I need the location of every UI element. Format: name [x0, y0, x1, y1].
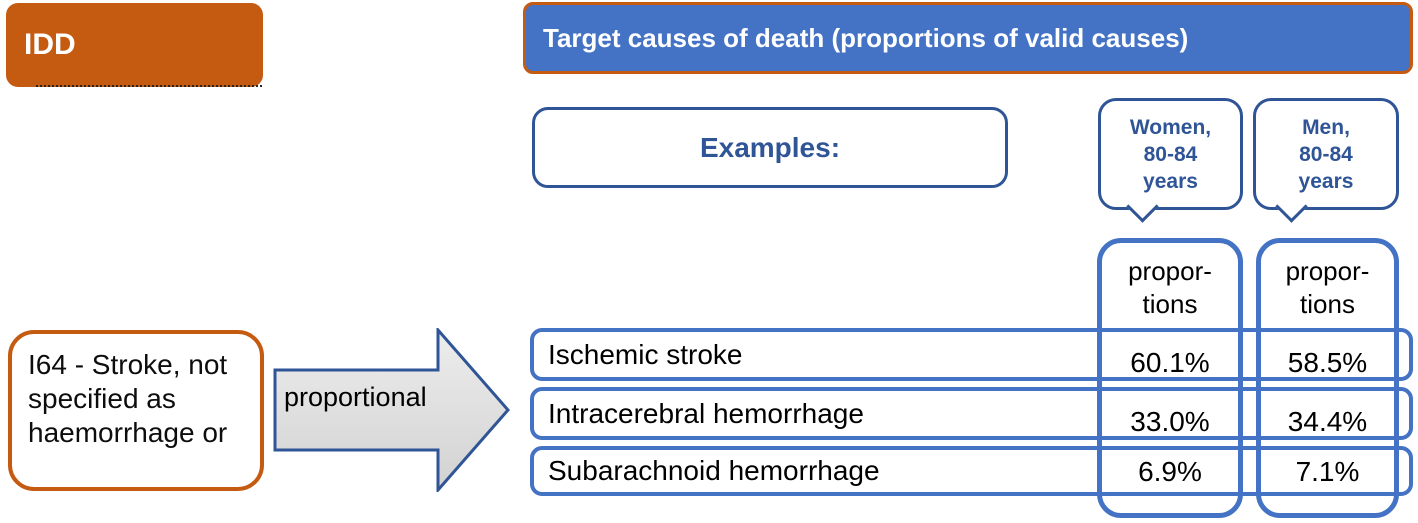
banner-target-causes: Target causes of death (proportions of v… [523, 2, 1413, 74]
examples-box: Examples: [532, 107, 1008, 188]
value-women-subarachnoid: 6.9% [1138, 456, 1202, 487]
value-men-subarachnoid: 7.1% [1295, 456, 1360, 487]
cause-label: Subarachnoid hemorrhage [548, 455, 880, 486]
source-code-box: I64 - Stroke, not specified as haemorrha… [8, 330, 264, 491]
bubble-men-label: Men, 80-84 years [1298, 115, 1354, 193]
examples-label: Examples: [699, 131, 841, 163]
arrow-label: proportional [284, 382, 427, 412]
bubble-women-80-84: Women, 80-84 years [1098, 98, 1243, 223]
row-ischemic-stroke: Ischemic stroke [530, 328, 1413, 381]
cause-label: Intracerebral hemorrhage [548, 397, 864, 429]
value-men-intracerebral: 34.4% [1287, 406, 1368, 437]
column-header-women: propor- tions [1128, 256, 1212, 319]
value-women-intracerebral: 33.0% [1130, 406, 1210, 437]
bubble-women-label: Women, 80-84 years [1129, 115, 1212, 193]
idd-header-box: IDD [6, 3, 263, 87]
value-men-ischemic: 58.5% [1287, 347, 1368, 378]
proportional-arrow-icon [273, 328, 510, 492]
column-header-men: propor- tions [1285, 256, 1370, 319]
bubble-men-80-84: Men, 80-84 years [1253, 98, 1399, 223]
cause-label: Ischemic stroke [548, 338, 743, 370]
value-women-ischemic: 60.1% [1130, 347, 1210, 378]
idd-label: IDD [24, 28, 76, 61]
row-subarachnoid-hemorrhage: Subarachnoid hemorrhage [530, 446, 1413, 496]
bubble-tail [1126, 190, 1159, 223]
idd-dotted-shadow [36, 85, 262, 87]
banner-title: Target causes of death (proportions of v… [543, 22, 1189, 53]
bubble-tail [1275, 190, 1308, 223]
row-intracerebral-hemorrhage: Intracerebral hemorrhage [530, 387, 1413, 440]
